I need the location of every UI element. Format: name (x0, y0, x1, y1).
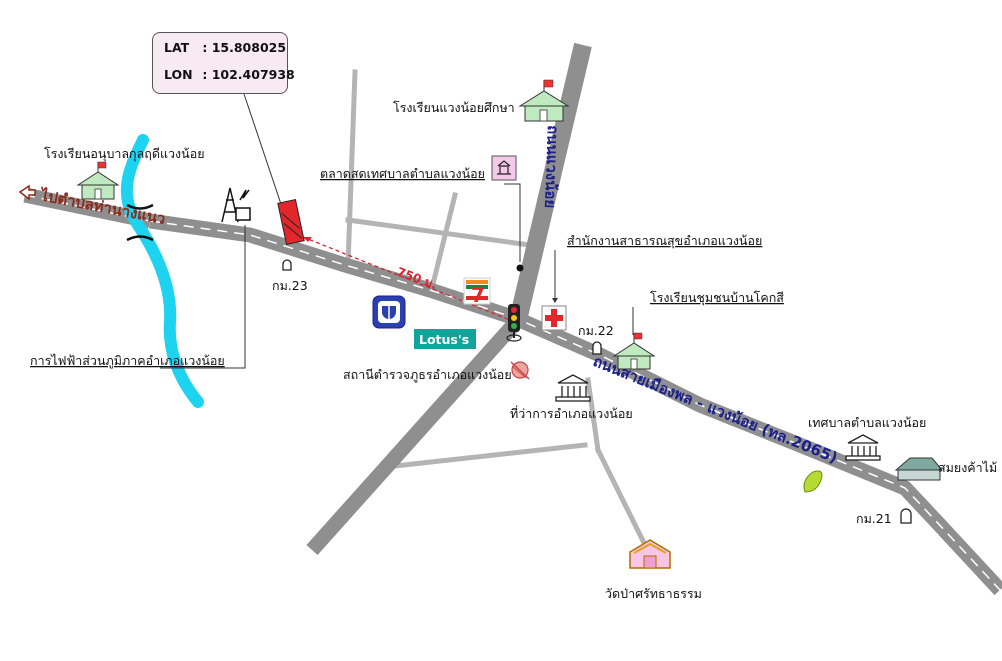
district-office-label: ที่ว่าการอำเภอแวงน้อย (510, 405, 633, 421)
temple-label: วัดป่าศรัทธาธรรม (605, 586, 702, 601)
seven-eleven-label: 7 (471, 283, 485, 307)
lon-label: LON (164, 67, 193, 82)
warehouse-icon (894, 457, 944, 481)
km-marker-icon (282, 259, 292, 271)
coordinate-box: LAT : 15.808025 LON : 102.407938 (152, 32, 295, 94)
temple-icon (629, 539, 671, 569)
school-kok-si-label: โรงเรียนชุมชนบ้านโคกสี (650, 290, 784, 306)
temple-landmark: วัดป่าศรัทธาธรรม (605, 539, 702, 601)
municipality-landmark: เทศบาลตำบลแวงน้อย (808, 415, 926, 461)
latitude-row: LAT : 15.808025 (164, 40, 287, 55)
hospital-cross-icon (541, 305, 567, 331)
thai-flag-icon (97, 161, 107, 169)
police-landmark: สถานีตำรวจภูธรอำเภอแวงน้อย (343, 361, 530, 383)
target-location-marker (277, 198, 305, 246)
street-lower (392, 442, 588, 469)
school-suksa-label: โรงเรียนแวงน้อยศึกษา (393, 100, 515, 115)
distance-line (302, 236, 511, 321)
electricity-label: การไฟฟ้าส่วนภูมิภาคอำเภอแวงน้อย (30, 353, 225, 369)
street-south-b (594, 446, 654, 559)
km21-label: กม.21 (856, 511, 892, 526)
school-suksa-landmark: โรงเรียนแวงน้อยศึกษา (393, 79, 570, 122)
coordinate-pointer-line (243, 93, 286, 217)
street-west-north (345, 69, 358, 268)
km22-label: กม.22 (578, 323, 614, 338)
lat-label: LAT (164, 40, 190, 55)
north-road-name: ถนนแวงน้อย (541, 125, 562, 209)
market-point (516, 264, 524, 272)
km-marker-23: กม.23 (272, 259, 308, 293)
lon-value: 102.407938 (211, 67, 295, 82)
km-marker-icon (900, 508, 912, 524)
market-pointer-line (504, 183, 521, 262)
minor-streets (345, 69, 654, 559)
market-icon (491, 155, 517, 181)
kindergarten-label: โรงเรียนอนุบาลกุลฤดีแวงน้อย (44, 146, 205, 162)
river (120, 134, 204, 408)
power-tower-icon (221, 187, 251, 223)
police-label: สถานีตำรวจภูธรอำเภอแวงน้อย (343, 367, 512, 383)
health-office-label: สำนักงานสาธารณสุขอำเภอแวงน้อย (567, 233, 762, 249)
km-marker-22: กม.22 (578, 323, 614, 355)
government-building-icon (555, 374, 591, 402)
distance-arrow-icon (303, 237, 312, 242)
bank-logo (372, 295, 406, 329)
longitude-row: LON : 102.407938 (164, 67, 295, 82)
school-icon (612, 332, 656, 370)
school-kok-si-landmark: โรงเรียนชุมชนบ้านโคกสี (612, 290, 784, 370)
bridge-icon (126, 203, 154, 242)
police-icon (510, 361, 530, 380)
arrow-left-icon (18, 184, 36, 201)
electricity-pointer-line (160, 225, 246, 369)
health-office-landmark: สำนักงานสาธารณสุขอำเภอแวงน้อย (541, 233, 762, 331)
street-south-a (585, 377, 601, 453)
km23-label: กม.23 (272, 278, 308, 293)
road-southwest (306, 314, 524, 556)
government-building-icon (845, 434, 881, 461)
market-landmark: ตลาดสดเทศบาลตำบลแวงน้อย (320, 155, 524, 272)
thai-flag-icon (633, 332, 643, 340)
lat-value: 15.808025 (211, 40, 287, 55)
school-icon (76, 161, 120, 200)
district-office-landmark: ที่ว่าการอำเภอแวงน้อย (510, 374, 633, 421)
road-north (509, 42, 592, 323)
traffic-light-icon (506, 304, 522, 342)
km-marker-icon (592, 341, 602, 355)
km-marker-21: กม.21 (856, 508, 912, 526)
electricity-landmark: การไฟฟ้าส่วนภูมิภาคอำเภอแวงน้อย (30, 187, 251, 369)
street-diagonal (428, 191, 459, 292)
lotus-label: Lotus's (419, 332, 469, 347)
wood-shop-landmark: สมยงค้าไม้ (894, 457, 997, 481)
kindergarten-landmark: โรงเรียนอนุบาลกุลฤดีแวงน้อย (44, 146, 205, 200)
wood-shop-label: สมยงค้าไม้ (938, 460, 997, 475)
market-label: ตลาดสดเทศบาลตำบลแวงน้อย (320, 166, 485, 181)
gas-station-icon (803, 470, 823, 493)
school-icon (518, 79, 570, 122)
thai-flag-icon (543, 79, 554, 88)
lotus-logo: Lotus's (414, 329, 476, 349)
main-highway-centerline (149, 220, 1001, 591)
municipality-label: เทศบาลตำบลแวงน้อย (808, 415, 926, 430)
seven-eleven-icon: 7 (463, 277, 491, 307)
street-cross-upper (345, 217, 533, 248)
